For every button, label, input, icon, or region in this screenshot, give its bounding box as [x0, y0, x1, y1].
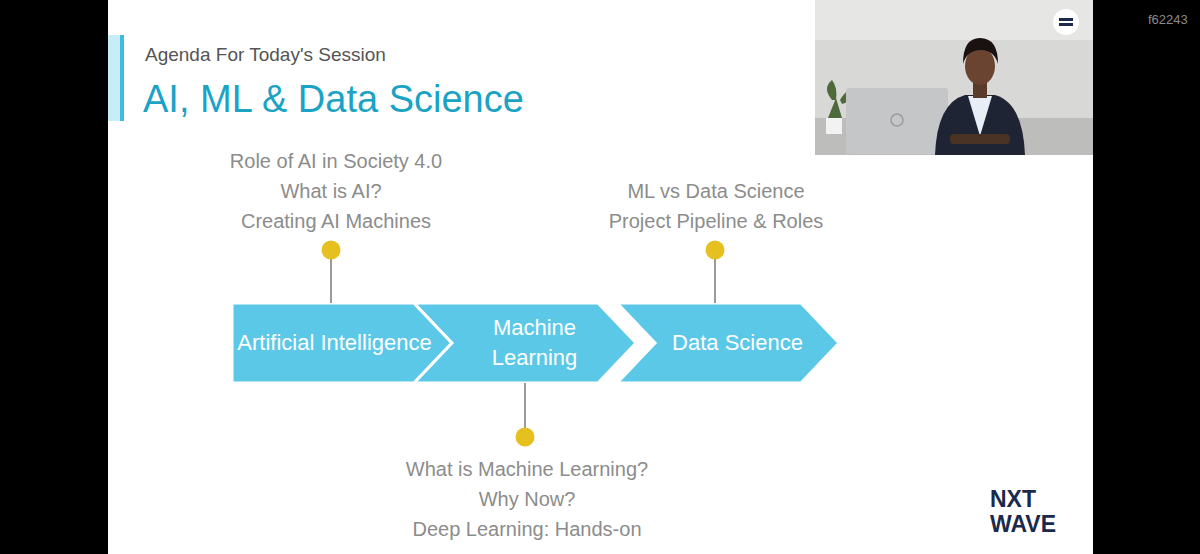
- accent-bar: [108, 35, 124, 121]
- slide-title: AI, ML & Data Science: [143, 76, 524, 122]
- callout-dot: [516, 428, 535, 447]
- step-label: Artificial Intelligence: [236, 303, 433, 383]
- callout-dot: [322, 241, 341, 260]
- video-id: f62243: [1148, 10, 1188, 29]
- logo-text: NXT: [990, 485, 1036, 514]
- kicker-text: Agenda For Today's Session: [145, 42, 386, 67]
- webcam-video: [815, 0, 1093, 155]
- agenda-item: What is AI?: [111, 178, 551, 204]
- step-label: Machine Learning: [452, 303, 617, 383]
- agenda-item: Creating AI Machines: [116, 208, 556, 234]
- slide-background: [108, 0, 1093, 554]
- callout-dot: [706, 241, 725, 260]
- chevron-step: Machine Learning: [414, 303, 636, 383]
- step-label: Data Science: [655, 303, 820, 383]
- agenda-item: Project Pipeline & Roles: [496, 208, 936, 234]
- accent-line: [120, 35, 124, 121]
- agenda-item: What is Machine Learning?: [307, 456, 747, 482]
- chevron-step: Artificial Intelligence: [232, 303, 452, 383]
- chevron-outline: [232, 303, 452, 383]
- chevron-outline: [414, 303, 636, 383]
- agenda-item: ML vs Data Science: [496, 178, 936, 204]
- agenda-item: Deep Learning: Hands-on: [307, 516, 747, 542]
- chevron-outline: [617, 303, 839, 383]
- agenda-item: Why Now?: [307, 486, 747, 512]
- chevron-step: Data Science: [617, 303, 839, 383]
- agenda-item: Role of AI in Society 4.0: [116, 148, 556, 174]
- logo-text: WAVE: [990, 510, 1056, 539]
